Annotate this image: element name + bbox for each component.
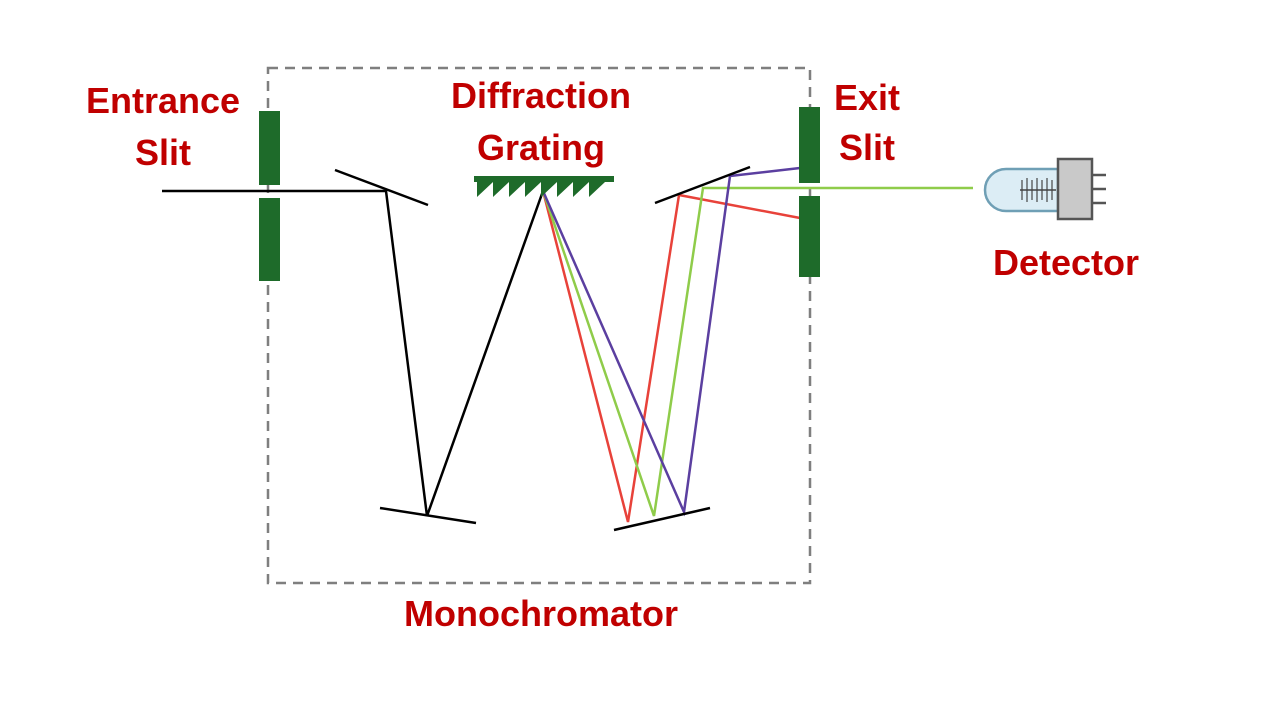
exit-slit — [799, 107, 820, 277]
grating-label-line2: Grating — [477, 127, 605, 168]
incident-beam — [162, 189, 545, 517]
photomultiplier-tube-icon — [983, 157, 1106, 221]
exit-slit-label-line2: Slit — [839, 127, 895, 168]
entrance-slit-label-line1: Entrance — [86, 80, 240, 121]
violet-beam — [541, 166, 801, 517]
detector-label: Detector — [993, 242, 1139, 283]
red-beam — [541, 190, 801, 523]
monochromator-label: Monochromator — [404, 593, 678, 634]
collimating-mirror — [334, 168, 429, 207]
diffraction-grating — [474, 176, 614, 197]
entrance-slit-label-line2: Slit — [135, 132, 191, 173]
exit-mirror — [654, 165, 751, 205]
green-beam — [541, 186, 973, 517]
grating-label-line1: Diffraction — [451, 75, 631, 116]
focusing-mirror-left — [379, 506, 477, 525]
focusing-mirror-right — [613, 506, 711, 532]
monochromator-box — [266, 66, 812, 585]
exit-slit-label-line1: Exit — [834, 77, 900, 118]
entrance-slit — [259, 111, 280, 281]
